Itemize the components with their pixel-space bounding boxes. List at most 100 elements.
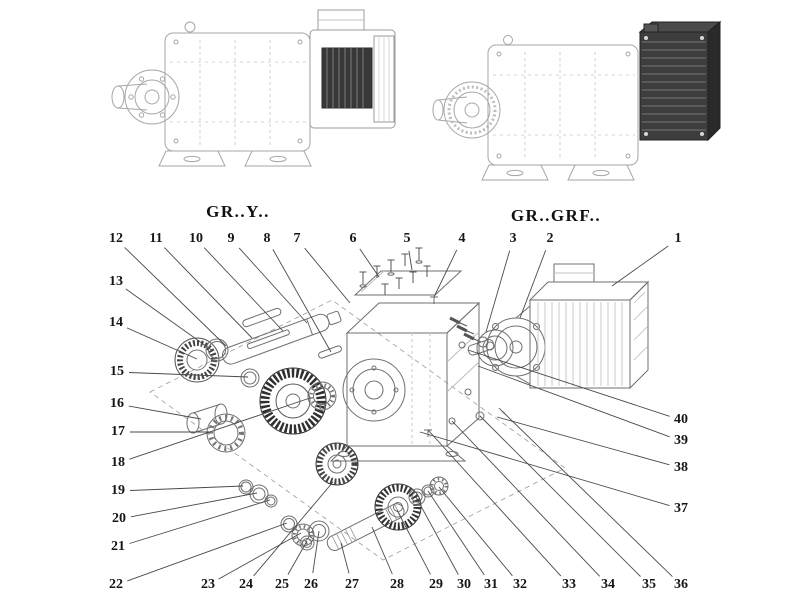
leader-line-16 <box>128 405 202 420</box>
callout-27: 27 <box>345 577 359 592</box>
leader-line-25 <box>287 540 308 575</box>
callout-30: 30 <box>457 577 471 592</box>
leader-line-4 <box>433 249 458 298</box>
callout-5: 5 <box>403 231 411 246</box>
callout-16: 16 <box>110 396 124 411</box>
leader-line-7 <box>304 247 351 304</box>
callout-35: 35 <box>642 577 656 592</box>
callout-40: 40 <box>674 412 688 427</box>
leader-lines <box>124 245 673 582</box>
callout-18: 18 <box>111 455 125 470</box>
leader-line-28 <box>371 526 393 575</box>
output-shaft-assembly <box>174 307 359 547</box>
leader-line-11 <box>164 247 253 339</box>
gr-y-gearcase <box>164 21 311 152</box>
callout-38: 38 <box>674 460 688 475</box>
callout-10: 10 <box>189 231 203 246</box>
pinion-shaft-assembly <box>299 476 449 551</box>
callout-4: 4 <box>458 231 466 246</box>
callout-11: 11 <box>149 231 163 246</box>
gr-y-motor <box>309 9 396 129</box>
gear-housing <box>329 296 506 462</box>
leader-line-24 <box>253 481 334 577</box>
callout-22: 22 <box>109 577 123 592</box>
leader-line-37 <box>419 431 670 507</box>
motor-assembly <box>449 263 650 390</box>
callout-34: 34 <box>601 577 615 592</box>
leader-line-38 <box>496 416 670 466</box>
leader-line-27 <box>340 542 350 574</box>
callout-29: 29 <box>429 577 443 592</box>
callout-8: 8 <box>263 231 271 246</box>
leader-line-22 <box>127 522 288 582</box>
leader-line-5 <box>408 250 413 271</box>
gr-grf-cover-block <box>638 20 722 142</box>
gr-y-mounting-feet <box>158 150 312 167</box>
leader-line-2 <box>519 250 547 319</box>
leader-line-15 <box>128 372 249 378</box>
gr-grf-mounting-feet <box>481 164 635 181</box>
callout-26: 26 <box>304 577 318 592</box>
callout-12: 12 <box>109 231 123 246</box>
callout-2: 2 <box>546 231 554 246</box>
callout-36: 36 <box>674 577 688 592</box>
leader-line-3 <box>485 250 511 333</box>
callout-14: 14 <box>109 315 123 330</box>
leader-line-18 <box>129 397 311 460</box>
leader-line-1 <box>611 245 669 287</box>
callout-33: 33 <box>562 577 576 592</box>
gr-grf-output-shaft-icon <box>432 81 501 139</box>
callout-28: 28 <box>390 577 404 592</box>
callout-32: 32 <box>513 577 527 592</box>
callout-21: 21 <box>111 539 125 554</box>
variant-label-gr-y: GR..Y.. <box>206 202 270 221</box>
callout-24: 24 <box>239 577 253 592</box>
callout-20: 20 <box>112 511 126 526</box>
leader-line-9 <box>238 247 308 324</box>
leader-line-10 <box>203 247 284 332</box>
leader-line-35 <box>479 415 641 577</box>
callout-9: 9 <box>227 231 235 246</box>
leader-line-23 <box>218 532 302 580</box>
callout-1: 1 <box>674 231 682 246</box>
gr-y-output-shaft-icon <box>111 69 180 125</box>
construction-lines <box>149 299 566 561</box>
housing-cover-and-bolts <box>353 247 463 296</box>
leader-line-20 <box>130 492 258 518</box>
leader-line-31 <box>427 490 485 576</box>
callout-13: 13 <box>109 274 123 289</box>
leader-line-40 <box>467 349 670 417</box>
callout-25: 25 <box>275 577 289 592</box>
leader-line-13 <box>125 288 214 352</box>
leader-line-39 <box>477 365 670 438</box>
leader-line-26 <box>312 530 320 574</box>
variant-label-gr-grf: GR..GRF.. <box>510 206 602 225</box>
leader-line-29 <box>396 509 431 575</box>
callout-15: 15 <box>110 364 124 379</box>
callout-19: 19 <box>111 483 125 498</box>
callout-17: 17 <box>111 424 125 439</box>
callout-23: 23 <box>201 577 215 592</box>
leader-line-34 <box>451 420 601 577</box>
leader-line-21 <box>129 499 271 544</box>
leader-line-6 <box>359 248 380 278</box>
leader-line-8 <box>272 249 332 353</box>
leader-line-14 <box>126 327 198 360</box>
gearmotor-gr-y-drawing <box>111 9 396 167</box>
callout-7: 7 <box>293 231 301 246</box>
callout-37: 37 <box>674 501 688 516</box>
leader-line-32 <box>438 486 513 577</box>
leader-line-33 <box>427 429 562 577</box>
callout-39: 39 <box>674 433 688 448</box>
exploded-assembly <box>149 247 650 561</box>
leader-line-19 <box>129 485 244 491</box>
callout-3: 3 <box>509 231 517 246</box>
leader-line-36 <box>501 410 673 577</box>
leader-line-30 <box>415 496 459 575</box>
callout-31: 31 <box>484 577 498 592</box>
gearmotor-gr-grf-drawing <box>432 20 722 181</box>
leader-line-12 <box>124 247 227 347</box>
gr-grf-gearcase <box>487 35 639 166</box>
